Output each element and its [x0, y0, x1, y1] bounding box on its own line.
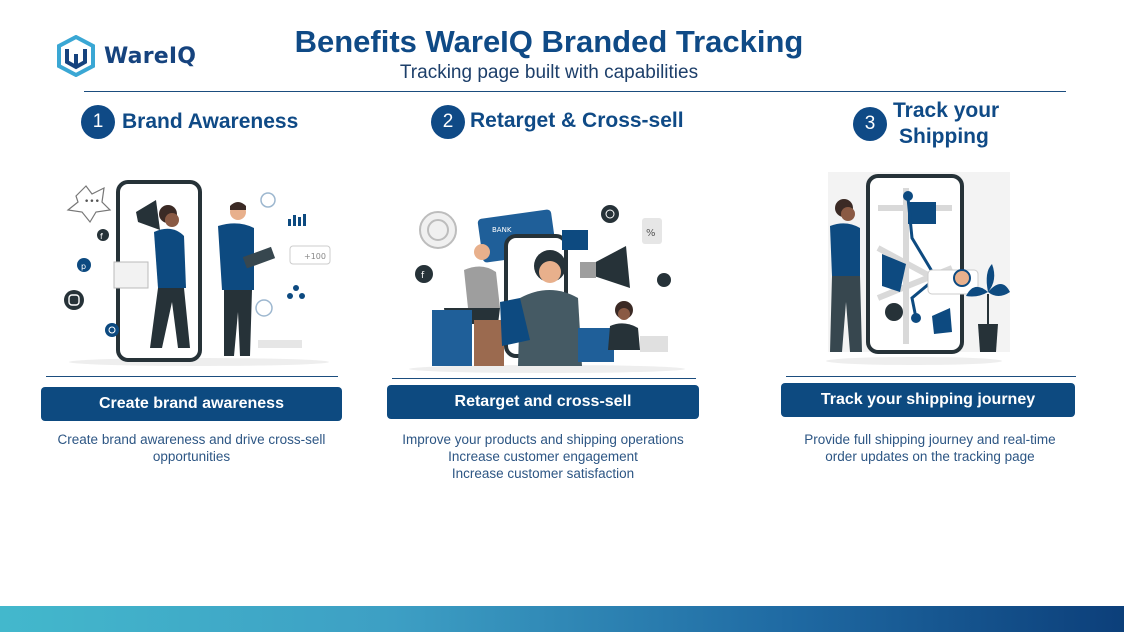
heading-line: Track your: [893, 99, 1000, 122]
description-line: Create brand awareness and drive cross-s…: [57, 432, 326, 447]
svg-text:f: f: [100, 232, 103, 241]
brand-awareness-illustration: ••• f p +100: [64, 180, 331, 366]
page-subtitle: Tracking page built with capabilities: [399, 62, 699, 83]
column-divider-2: [392, 378, 696, 379]
description-line: order updates on the tracking page: [825, 449, 1035, 464]
track-shipping-illustration: [826, 172, 1010, 365]
heading-line: Shipping: [899, 125, 989, 148]
track-shipping-journey-button[interactable]: Track your shipping journey: [781, 383, 1075, 417]
wareiq-logo: WareIQ: [56, 34, 206, 78]
step-number-2: 2: [431, 105, 465, 139]
description-line: opportunities: [152, 449, 231, 464]
footer-gradient-bar: [0, 606, 1124, 632]
svg-text:p: p: [81, 262, 86, 271]
heading-line: Brand Awareness: [122, 110, 299, 133]
column-description-3: Provide full shipping journey and real-t…: [780, 431, 1080, 465]
svg-text:+100: +100: [304, 252, 326, 261]
description-line: Provide full shipping journey and real-t…: [804, 432, 1056, 447]
step-number-3: 3: [853, 107, 887, 141]
retarget-cross-sell-button[interactable]: Retarget and cross-sell: [387, 385, 699, 419]
retarget-cross-sell-illustration: f BANK %: [409, 205, 685, 373]
description-line: Increase customer satisfaction: [451, 466, 635, 481]
column-divider-3: [786, 376, 1076, 377]
column-heading-3: Track your Shipping: [893, 98, 999, 150]
column-description-1: Create brand awareness and drive cross-s…: [41, 431, 342, 465]
svg-text:•••: •••: [84, 197, 100, 207]
svg-text:f: f: [421, 271, 425, 281]
wareiq-logo-icon: [57, 35, 95, 77]
column-heading-2: Retarget & Cross-sell: [470, 108, 684, 134]
description-line: Improve your products and shipping opera…: [402, 432, 684, 447]
column-divider-1: [46, 376, 338, 377]
page-title: Benefits WareIQ Branded Tracking: [294, 24, 804, 59]
logo-text: WareIQ: [104, 43, 197, 69]
heading-line: Retarget & Cross-sell: [470, 109, 684, 132]
description-line: Increase customer engagement: [448, 449, 638, 464]
step-number-1: 1: [81, 105, 115, 139]
column-description-2: Improve your products and shipping opera…: [372, 431, 714, 482]
column-heading-1: Brand Awareness: [122, 109, 298, 135]
header-divider: [84, 91, 1066, 92]
svg-text:%: %: [646, 228, 656, 239]
create-brand-awareness-button[interactable]: Create brand awareness: [41, 387, 342, 421]
svg-text:BANK: BANK: [492, 226, 512, 234]
